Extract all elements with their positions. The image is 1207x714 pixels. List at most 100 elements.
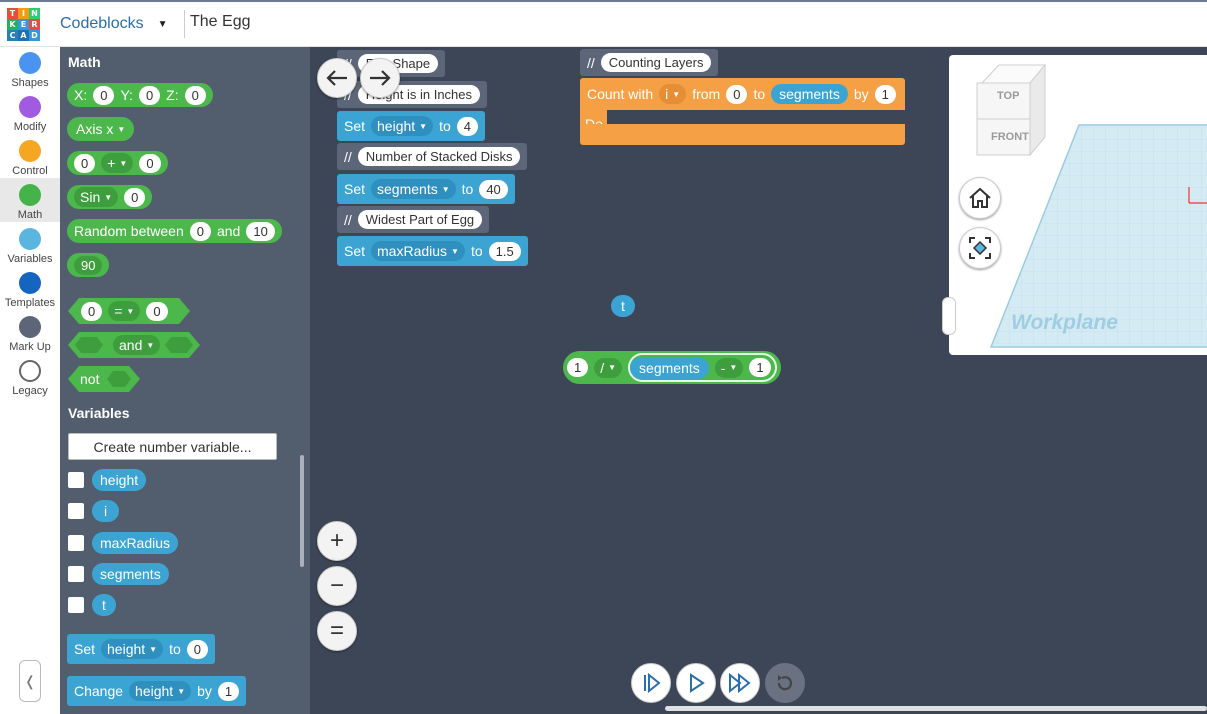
undo-button[interactable] bbox=[317, 58, 357, 98]
set-var-dropdown[interactable]: segments▼ bbox=[371, 179, 456, 199]
logic-op-dropdown[interactable]: and▼ bbox=[113, 335, 161, 355]
loop-var-dropdown[interactable]: i▼ bbox=[659, 84, 687, 104]
palette-scrollbar[interactable] bbox=[300, 455, 304, 567]
variable-height[interactable]: height bbox=[92, 467, 147, 493]
comment-text[interactable]: Widest Part of Egg bbox=[357, 210, 483, 229]
variable-checkbox[interactable] bbox=[68, 535, 84, 551]
category-modify[interactable]: Modify bbox=[0, 96, 60, 133]
variable-maxradius[interactable]: maxRadius bbox=[92, 530, 179, 556]
set-var-dropdown[interactable]: height▼ bbox=[371, 116, 434, 136]
not-block[interactable]: not bbox=[73, 367, 106, 391]
variable-checkbox[interactable] bbox=[68, 472, 84, 488]
redo-button[interactable] bbox=[360, 58, 400, 98]
category-variables[interactable]: Variables bbox=[0, 228, 60, 265]
comment-block[interactable]: // Height is in Inches bbox=[337, 81, 488, 108]
variable-t[interactable]: t bbox=[92, 592, 116, 618]
comment-block[interactable]: // Counting Layers bbox=[580, 49, 719, 76]
division-expression-block[interactable]: 1 /▼ segments -▼ 1 bbox=[563, 351, 781, 384]
set-maxradius-block[interactable]: Set maxRadius▼ to 1.5 bbox=[337, 236, 528, 266]
count-with-block[interactable]: Count with i▼ from 0 to segments by 1 bbox=[580, 78, 905, 110]
variable-segments[interactable]: segments bbox=[92, 561, 169, 587]
zoom-in-button[interactable]: + bbox=[317, 521, 357, 561]
create-variable-button[interactable]: Create number variable... bbox=[68, 433, 277, 460]
set-value-input[interactable]: 1.5 bbox=[488, 241, 521, 261]
set-var-dropdown[interactable]: maxRadius▼ bbox=[371, 241, 465, 261]
set-var-dropdown[interactable]: height▼ bbox=[101, 639, 164, 659]
loop-from-input[interactable]: 0 bbox=[726, 84, 748, 104]
preview-3d-view[interactable]: TOP FRONT Workplane bbox=[949, 55, 1207, 355]
step-button[interactable] bbox=[631, 663, 671, 703]
fast-forward-button[interactable] bbox=[720, 663, 760, 703]
category-templates[interactable]: Templates bbox=[0, 272, 60, 309]
zoom-out-button[interactable]: − bbox=[317, 566, 357, 606]
loose-variable-t[interactable]: t bbox=[611, 293, 635, 319]
number-block[interactable]: 90 bbox=[67, 253, 110, 277]
sin-input[interactable]: 0 bbox=[124, 187, 146, 207]
expr-variable[interactable]: segments bbox=[630, 356, 709, 379]
arith-a-input[interactable]: 0 bbox=[74, 153, 96, 173]
loop-step-input[interactable]: 1 bbox=[874, 84, 896, 104]
change-var-dropdown[interactable]: height▼ bbox=[129, 681, 192, 701]
z-input[interactable]: 0 bbox=[184, 85, 206, 105]
viewcube-front-face[interactable]: FRONT bbox=[991, 131, 1029, 143]
arithmetic-block[interactable]: 0 +▼ 0 bbox=[67, 151, 168, 175]
workspace-horizontal-scrollbar[interactable] bbox=[665, 706, 1207, 711]
set-segments-block[interactable]: Set segments▼ to 40 bbox=[337, 174, 515, 204]
expr-op-dropdown[interactable]: /▼ bbox=[594, 357, 623, 378]
tinkercad-logo[interactable]: T I N K E R C A D bbox=[7, 8, 40, 41]
and-block[interactable]: and▼ bbox=[106, 333, 167, 357]
variable-i[interactable]: i bbox=[92, 498, 120, 524]
arith-b-input[interactable]: 0 bbox=[139, 153, 161, 173]
set-value-input[interactable]: 0 bbox=[186, 639, 209, 659]
y-input[interactable]: 0 bbox=[138, 85, 161, 105]
compare-b-input[interactable]: 0 bbox=[146, 301, 168, 321]
category-control[interactable]: Control bbox=[0, 140, 60, 177]
design-title[interactable]: The Egg bbox=[190, 13, 251, 30]
xyz-block[interactable]: X:0 Y:0 Z:0 bbox=[67, 83, 213, 107]
number-value[interactable]: 90 bbox=[74, 255, 103, 275]
variable-checkbox[interactable] bbox=[68, 503, 84, 519]
variable-checkbox[interactable] bbox=[68, 566, 84, 582]
category-shapes[interactable]: Shapes bbox=[0, 52, 60, 89]
app-switcher[interactable]: Codeblocks ▼ bbox=[60, 15, 168, 33]
subtraction-expression-block[interactable]: segments -▼ 1 bbox=[628, 353, 777, 382]
set-height-block[interactable]: Set height▼ to 4 bbox=[337, 111, 486, 141]
set-value-input[interactable]: 40 bbox=[479, 179, 508, 199]
compare-block[interactable]: 0 =▼ 0 bbox=[74, 299, 175, 323]
comment-block[interactable]: // Number of Stacked Disks bbox=[337, 143, 528, 170]
category-math[interactable]: Math bbox=[0, 178, 60, 222]
reset-button[interactable] bbox=[765, 663, 805, 703]
fn-dropdown[interactable]: Sin▼ bbox=[74, 187, 119, 207]
category-legacy[interactable]: Legacy bbox=[0, 360, 60, 397]
axis-dropdown[interactable]: Axis x▼ bbox=[74, 121, 127, 137]
expr-b-input[interactable]: 1 bbox=[749, 358, 771, 377]
compare-op-dropdown[interactable]: =▼ bbox=[108, 301, 141, 321]
x-input[interactable]: 0 bbox=[93, 85, 115, 105]
panel-resize-handle[interactable] bbox=[942, 297, 956, 335]
change-value-input[interactable]: 1 bbox=[217, 681, 240, 701]
axis-block[interactable]: Axis x▼ bbox=[67, 117, 135, 141]
random-a-input[interactable]: 0 bbox=[189, 221, 211, 241]
loop-to-variable[interactable]: segments bbox=[771, 84, 848, 104]
set-variable-block[interactable]: Set height▼ to 0 bbox=[67, 634, 216, 664]
viewcube-top-face[interactable]: TOP bbox=[997, 90, 1020, 102]
set-value-input[interactable]: 4 bbox=[456, 116, 479, 136]
change-variable-block[interactable]: Change height▼ by 1 bbox=[67, 676, 247, 706]
variable-checkbox[interactable] bbox=[68, 597, 84, 613]
home-view-button[interactable] bbox=[959, 177, 1001, 219]
arith-op-dropdown[interactable]: +▼ bbox=[101, 153, 134, 173]
random-b-input[interactable]: 10 bbox=[246, 221, 275, 241]
expr-a-input[interactable]: 1 bbox=[567, 358, 589, 377]
category-markup[interactable]: Mark Up bbox=[0, 316, 60, 353]
comment-block[interactable]: // Widest Part of Egg bbox=[337, 206, 490, 233]
comment-text[interactable]: Number of Stacked Disks bbox=[357, 147, 521, 166]
random-block[interactable]: Random between 0 and 10 bbox=[67, 219, 282, 243]
play-button[interactable] bbox=[676, 663, 716, 703]
comment-text[interactable]: Counting Layers bbox=[600, 53, 712, 72]
sin-block[interactable]: Sin▼ 0 bbox=[67, 185, 153, 209]
collapse-panel-button[interactable]: ❬ bbox=[19, 660, 41, 702]
compare-a-input[interactable]: 0 bbox=[81, 301, 103, 321]
expr-op2-dropdown[interactable]: -▼ bbox=[714, 357, 744, 378]
fit-view-button[interactable] bbox=[959, 227, 1001, 269]
zoom-reset-button[interactable]: = bbox=[317, 611, 357, 651]
